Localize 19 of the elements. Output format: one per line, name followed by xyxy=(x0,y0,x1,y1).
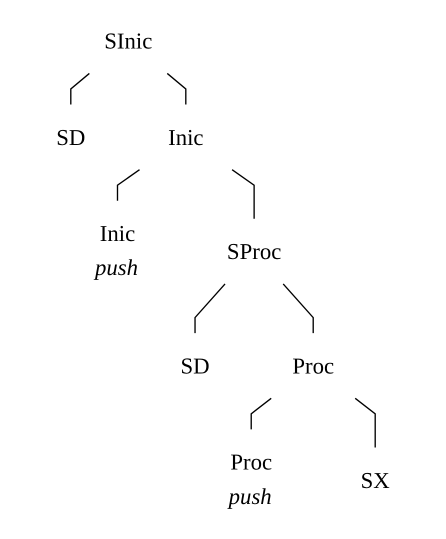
connector xyxy=(282,284,314,334)
node-text: Inic xyxy=(100,220,136,246)
node-text: SProc xyxy=(226,238,282,264)
node-label: push xyxy=(94,254,138,280)
node-text: SD xyxy=(56,124,86,150)
connector xyxy=(250,398,272,430)
connector xyxy=(166,72,186,104)
connector xyxy=(194,284,226,334)
node-text: SD xyxy=(180,352,210,379)
node-text: SInic xyxy=(104,28,152,54)
node-text: Inic xyxy=(168,124,204,150)
connector xyxy=(232,169,255,219)
connector xyxy=(354,398,376,448)
connector xyxy=(70,72,90,104)
node-label: push xyxy=(228,483,272,509)
node-text: Proc xyxy=(292,352,334,379)
node-text: SX xyxy=(360,467,390,493)
node-text: Proc xyxy=(230,448,272,475)
connector xyxy=(116,169,140,201)
